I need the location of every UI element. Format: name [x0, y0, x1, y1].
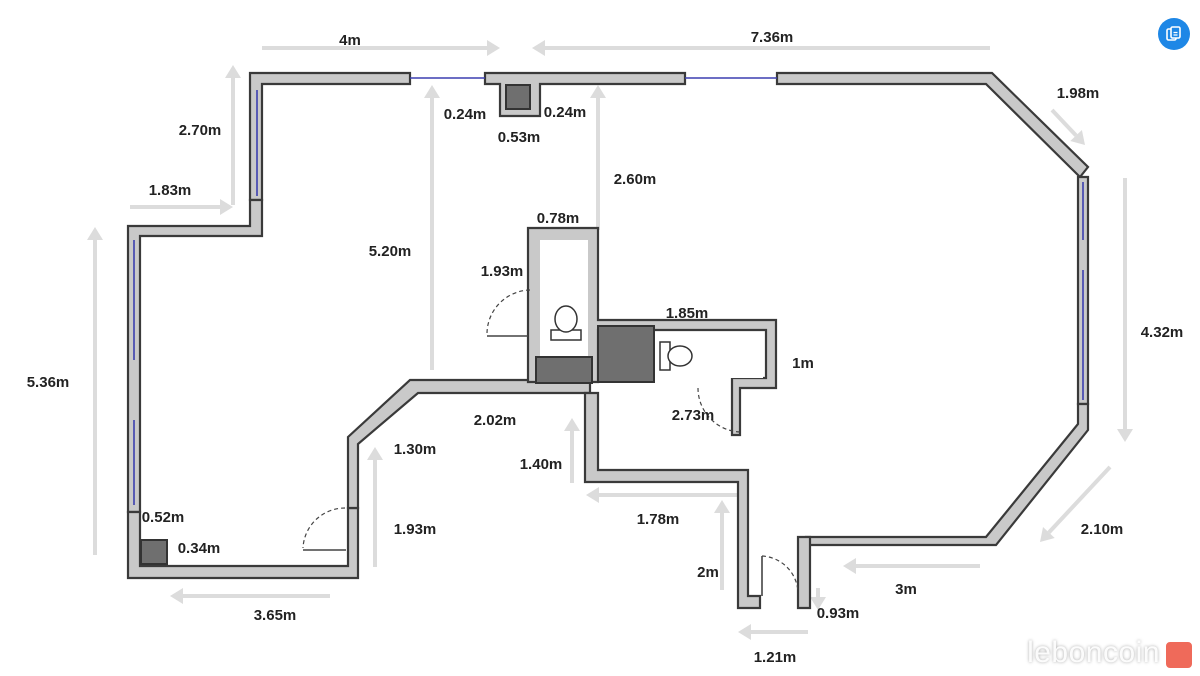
dimension-arrow [1047, 465, 1112, 534]
dimension-label: 0.24m [444, 106, 487, 123]
dimension-label: 1.85m [666, 305, 709, 322]
arrow-head [225, 65, 241, 78]
dimension-label: 1.21m [754, 649, 797, 666]
dimension-label: 0.53m [498, 129, 541, 146]
dimension-label: 3.65m [254, 607, 297, 624]
dimension-label: 3m [895, 581, 917, 598]
arrow-head [1070, 130, 1085, 145]
dimension-label: 2.60m [614, 171, 657, 188]
wall-segment [775, 71, 1090, 179]
arrow-head [170, 588, 183, 604]
dimension-label: 4.32m [1141, 324, 1184, 341]
arrow-head [424, 85, 440, 98]
dimension-label: 1.78m [637, 511, 680, 528]
dimension-label: 0.52m [142, 509, 185, 526]
wall-segment [483, 71, 687, 118]
arrow-head [810, 597, 826, 610]
dimension-label: 2m [697, 564, 719, 581]
arrow-head [220, 199, 233, 215]
wall-segment [583, 391, 762, 610]
shaft [597, 325, 655, 383]
dimension-label: 2.73m [672, 407, 715, 424]
toilet-bowl-icon [554, 305, 578, 333]
door-swing [302, 507, 346, 549]
dimension-label: 1.93m [481, 263, 524, 280]
fixtures [140, 84, 799, 596]
dimension-label: 1.40m [520, 456, 563, 473]
arrow-head [367, 447, 383, 460]
wall-segment [126, 198, 264, 514]
dimension-label: 0.24m [544, 104, 587, 121]
arrow-head [87, 227, 103, 240]
shaft [535, 356, 593, 384]
dimension-label: 7.36m [751, 29, 794, 46]
toilet-bowl-icon [667, 345, 693, 367]
dimension-label: 0.93m [817, 605, 860, 622]
dimension-label: 1.83m [149, 182, 192, 199]
dimension-label: 1.98m [1057, 85, 1100, 102]
dimension-label: 4m [339, 32, 361, 49]
dimension-label: 2.10m [1081, 521, 1124, 538]
brand-logo-icon [1164, 640, 1194, 670]
door-swing [486, 289, 531, 336]
arrow-head [532, 40, 545, 56]
column-pillar [140, 539, 168, 565]
arrow-head [586, 487, 599, 503]
arrow-head [714, 500, 730, 513]
door-swing [761, 555, 799, 593]
dimension-arrow [1050, 108, 1078, 137]
wall-segment [804, 402, 1090, 547]
wall-segment [796, 535, 812, 610]
walls [126, 71, 1090, 610]
arrow-head [843, 558, 856, 574]
arrow-head [1117, 429, 1133, 442]
dimension-label: 1m [792, 355, 814, 372]
dimension-label: 5.20m [369, 243, 412, 260]
arrow-head [564, 418, 580, 431]
column-pillar [505, 84, 531, 110]
arrow-head [590, 85, 606, 98]
copy-document-icon[interactable] [1158, 18, 1190, 50]
dimension-label: 2.70m [179, 122, 222, 139]
arrow-head [487, 40, 500, 56]
arrow-head [738, 624, 751, 640]
dimension-label: 1.93m [394, 521, 437, 538]
brand-watermark: leboncoin [1027, 636, 1160, 669]
wall-segment [248, 71, 412, 202]
dimension-label: 0.34m [178, 540, 221, 557]
arrow-head [1040, 527, 1055, 542]
wall-segment [346, 378, 592, 510]
dimension-arrows [87, 40, 1133, 640]
dimension-label: 0.78m [537, 210, 580, 227]
dimension-label: 5.36m [27, 374, 70, 391]
dimension-label: 2.02m [474, 412, 517, 429]
dimension-label: 1.30m [394, 441, 437, 458]
door-swing [697, 387, 741, 433]
